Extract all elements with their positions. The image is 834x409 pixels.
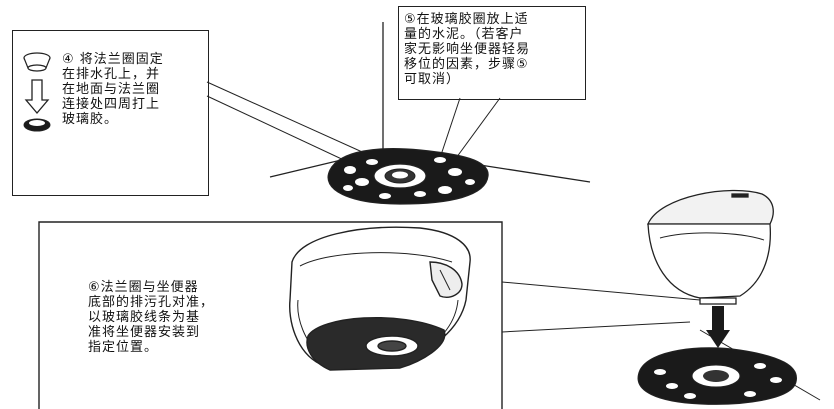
down-arrow-icon: [24, 79, 50, 115]
step6-frame: [38, 221, 503, 409]
install-down-arrow-icon: [706, 306, 730, 348]
flange-ring-icon: [23, 52, 51, 72]
step5-text: ⑤在玻璃胶圈放上适 量的水泥。（若客户 家无影响坐便器轻易 移位的因素，步骤⑤ …: [404, 12, 531, 87]
toilet-underside-illustration: [289, 226, 471, 371]
step5-callout-box: [398, 6, 586, 100]
step6-text: ⑥法兰圈与坐便器 底部的排污孔对准， 以玻璃胶线条为基 准将坐便器安装到 指定位…: [88, 280, 215, 355]
toilet-icon: [647, 189, 774, 305]
step4-text: ④ 将法兰圈固定 在排水孔上，并 在地面与法兰圈 连接处四周打上 玻璃胶。: [62, 52, 164, 127]
glue-ring-icon: [23, 118, 51, 132]
floor-base-icon: [327, 148, 489, 205]
right-floor-base-icon: [637, 347, 797, 405]
